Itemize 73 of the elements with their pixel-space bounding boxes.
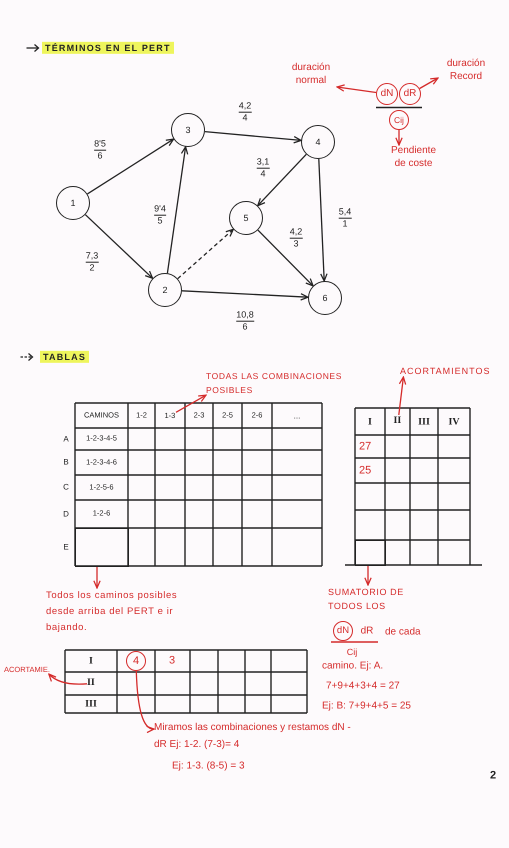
edge-label: 5,4 1 (338, 206, 352, 230)
annotation-text: Ej: 1-3. (8-5) = 3 (172, 760, 245, 772)
event-circle: 5 (229, 201, 263, 235)
event-circle: 6 (308, 281, 342, 315)
edge-label: 9'4 5 (153, 204, 167, 226)
edge-label: 10,8 6 (235, 310, 255, 332)
row-letter: C (63, 482, 69, 492)
notation-circle: dN (376, 83, 398, 105)
arrow (257, 230, 314, 287)
column-heading: I (368, 416, 372, 428)
column-heading: ... (294, 410, 300, 420)
event-circle: 4 (301, 125, 335, 159)
arrow (84, 214, 154, 279)
formula-text: Cij (346, 646, 358, 658)
annotation-text: camino. Ej: A. (322, 660, 384, 672)
sum-value: 27 (359, 440, 372, 453)
edge-label: 3,1 4 (256, 156, 270, 180)
formula-text: Ej: B: 7+9+4+5 = 25 (322, 700, 411, 712)
column-heading: II (394, 415, 402, 428)
annotation-text: SUMATORIO DE TODOS LOS (328, 585, 408, 614)
circled-value: 4 (126, 651, 146, 671)
arrow (398, 376, 406, 416)
section-heading: TÉRMINOS EN EL PERT (42, 42, 174, 54)
edge-label: 8'5 6 (93, 138, 107, 162)
column-heading: III (418, 416, 430, 428)
annotation-text: de cada (385, 626, 421, 638)
arrow (87, 138, 174, 194)
annotation-text: Miramos las combinaciones y restamos dN - dR Ej: 1-2. (7-3)= 4 (154, 719, 354, 753)
event-circle: 3 (171, 113, 205, 147)
edge-label: 4,2 3 (288, 226, 304, 250)
arrow (204, 130, 302, 144)
annotation-text: TODAS LAS COMBINACIONES POSIBLES (206, 370, 356, 398)
arrow (336, 84, 376, 94)
row-letter: E (63, 542, 69, 552)
arrow (166, 146, 188, 274)
event-circle: 1 (56, 186, 90, 220)
annotation-text: Pendiente de coste (386, 145, 441, 170)
annotation-text: duración Record (438, 58, 494, 83)
row-heading: I (89, 655, 93, 667)
edge-label: 4,2 4 (238, 100, 252, 124)
notation-circle: dR (399, 83, 421, 105)
arrow (364, 566, 372, 586)
row-letter: D (63, 509, 69, 519)
arrow (318, 158, 328, 282)
arrow (48, 673, 88, 685)
empty-cell (354, 540, 386, 566)
arrow (257, 154, 307, 206)
value-text: 3 (168, 654, 176, 668)
page-number: 2 (490, 770, 496, 782)
arrow (395, 130, 403, 146)
arrow (93, 567, 101, 589)
row-letter: A (63, 434, 69, 444)
arrow (419, 77, 439, 90)
row-heading: II (87, 677, 95, 690)
circled-symbol: dN (333, 621, 353, 641)
dashed-arrow (177, 228, 234, 280)
formula-text: dR (360, 625, 374, 637)
annotation-text: ACORTAMIENTOS (400, 366, 491, 378)
arrow (176, 394, 207, 413)
formula-text: 7+9+4+3+4 = 27 (326, 680, 400, 692)
annotation-text: Todos los caminos posibles desde arriba del PERT e ir bajando. (46, 588, 191, 636)
section-heading: TABLAS (40, 350, 90, 364)
notation-circle: Cij (389, 110, 409, 130)
sum-value: 25 (359, 464, 372, 477)
empty-cell (74, 528, 128, 566)
row-letter: B (63, 457, 69, 467)
arrow (136, 670, 155, 732)
column-heading: IV (448, 416, 460, 428)
row-heading: III (85, 698, 97, 710)
annotation-text: duración normal (284, 62, 338, 87)
edge-label: 7,3 2 (84, 250, 100, 274)
event-circle: 2 (148, 273, 182, 307)
arrow (182, 290, 309, 301)
